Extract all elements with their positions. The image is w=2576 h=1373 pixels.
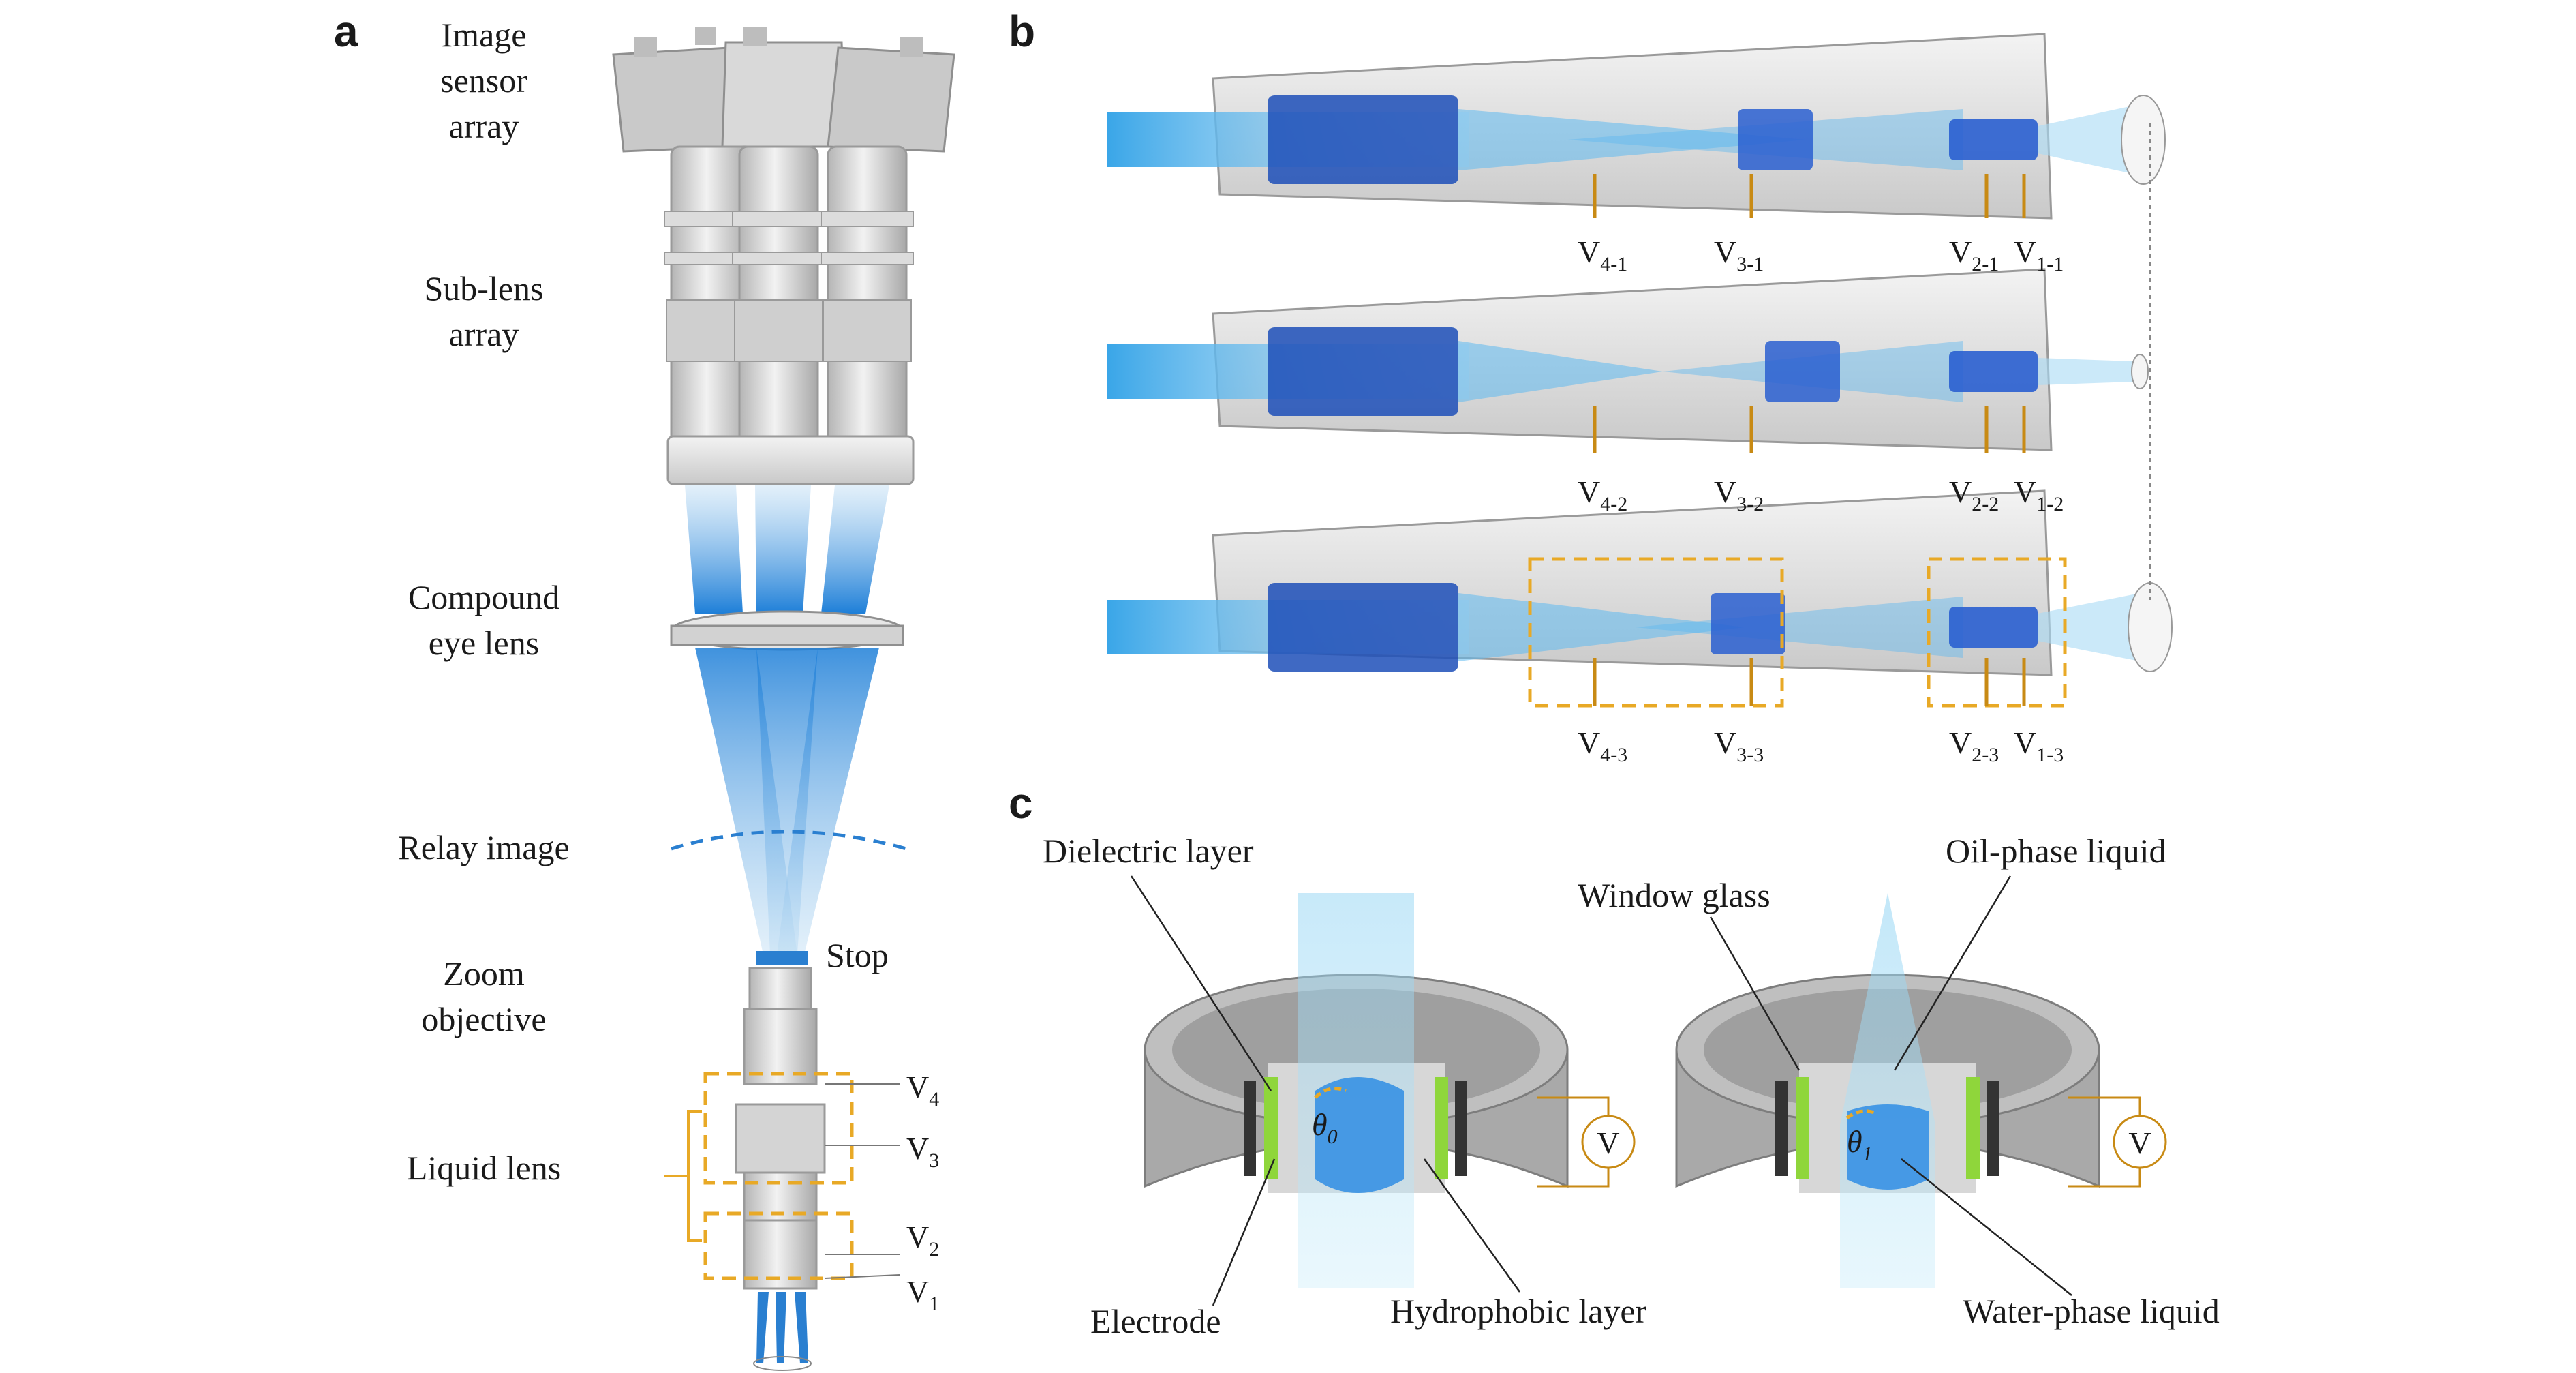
label-image-sensor-line3: array: [449, 107, 519, 145]
label-stop: Stop: [826, 936, 889, 974]
panel-label-c: c: [1009, 779, 1033, 828]
label-liquid-lens: Liquid lens: [407, 1149, 561, 1187]
compound-eye-lens: [670, 610, 904, 651]
image-sensor-array: [612, 27, 955, 153]
label-electrode: Electrode: [1090, 1302, 1221, 1340]
label-sub-lens-line1: Sub-lens: [425, 269, 544, 307]
label-image-sensor-line1: Image: [442, 16, 527, 54]
zoom-row-2: [1107, 268, 2149, 453]
label-V1-2: V1-2: [2014, 474, 2064, 515]
label-V3: V3: [906, 1131, 939, 1172]
label-V1-3: V1-3: [2014, 725, 2064, 766]
label-compound-eye-line1: Compound: [408, 578, 559, 616]
stop: [756, 951, 808, 965]
liquid-lens-cell-right: θ1: [1675, 893, 2100, 1288]
label-V4: V4: [906, 1070, 939, 1111]
zoom-objective: [735, 967, 826, 1290]
voltage-symbol-right: V: [2128, 1126, 2151, 1160]
liquid-lens-voltage-leads: [824, 1083, 900, 1279]
panel-b-voltage-labels: V4-1 V3-1 V2-1 V1-1 V4-2 V3-2 V2-2 V1-2 …: [1578, 235, 2064, 766]
panel-label-b: b: [1009, 7, 1035, 56]
label-V4-3: V4-3: [1578, 725, 1627, 766]
label-sub-lens-line2: array: [449, 315, 519, 353]
liquid-lens-bracket: [664, 1110, 702, 1242]
theta0-label: θ0: [1312, 1107, 1338, 1148]
voltage-symbol-left: V: [1597, 1126, 1619, 1160]
panel-c-labels: Dielectric layer Window glass Oil-phase …: [1043, 832, 2220, 1340]
label-compound-eye-line2: eye lens: [429, 624, 539, 662]
beams-to-relay: [695, 648, 879, 954]
label-V1-1: V1-1: [2014, 235, 2064, 275]
label-relay-image: Relay image: [398, 828, 569, 866]
label-water-phase-liquid: Water-phase liquid: [1963, 1292, 2220, 1330]
label-V1: V1: [906, 1274, 939, 1315]
label-V3-1: V3-1: [1714, 235, 1764, 275]
label-V2-1: V2-1: [1949, 235, 1999, 275]
label-dielectric-layer: Dielectric layer: [1043, 832, 1254, 870]
label-oil-phase-liquid: Oil-phase liquid: [1946, 832, 2166, 870]
label-V2-2: V2-2: [1949, 474, 1999, 515]
voltage-source-left: V: [1537, 1096, 1636, 1188]
label-V4-1: V4-1: [1578, 235, 1627, 275]
zoom-row-1: [1107, 33, 2166, 220]
panel-a-labels: Image sensor array Sub-lens array Compou…: [398, 16, 569, 1187]
liquid-lens-cell-left: θ0: [1144, 893, 1569, 1288]
label-V2-3: V2-3: [1949, 725, 1999, 766]
sub-lens-array: [664, 145, 915, 485]
relay-image-curve: [671, 830, 907, 851]
panel-a-voltage-labels: V4 V3 V2 V1: [906, 1070, 939, 1315]
panel-c-leader-lines: [1130, 875, 2072, 1306]
voltage-source-right: V: [2068, 1096, 2167, 1188]
label-hydrophobic-layer: Hydrophobic layer: [1390, 1292, 1647, 1330]
label-V2: V2: [906, 1220, 939, 1261]
label-image-sensor-line2: sensor: [440, 61, 527, 100]
theta1-label: θ1: [1847, 1124, 1873, 1165]
label-V3-2: V3-2: [1714, 474, 1764, 515]
liquid-lens-groups: [703, 1072, 854, 1280]
label-window-glass: Window glass: [1578, 876, 1770, 914]
panel-label-a: a: [334, 7, 358, 56]
beams-to-compound-eye: [685, 485, 889, 614]
label-V3-3: V3-3: [1714, 725, 1764, 766]
label-V4-2: V4-2: [1578, 474, 1627, 515]
output-beams: [753, 1292, 812, 1371]
zoom-row-3: [1107, 489, 2173, 708]
label-zoom-objective-line2: objective: [421, 1000, 546, 1038]
label-zoom-objective-line1: Zoom: [443, 954, 525, 993]
